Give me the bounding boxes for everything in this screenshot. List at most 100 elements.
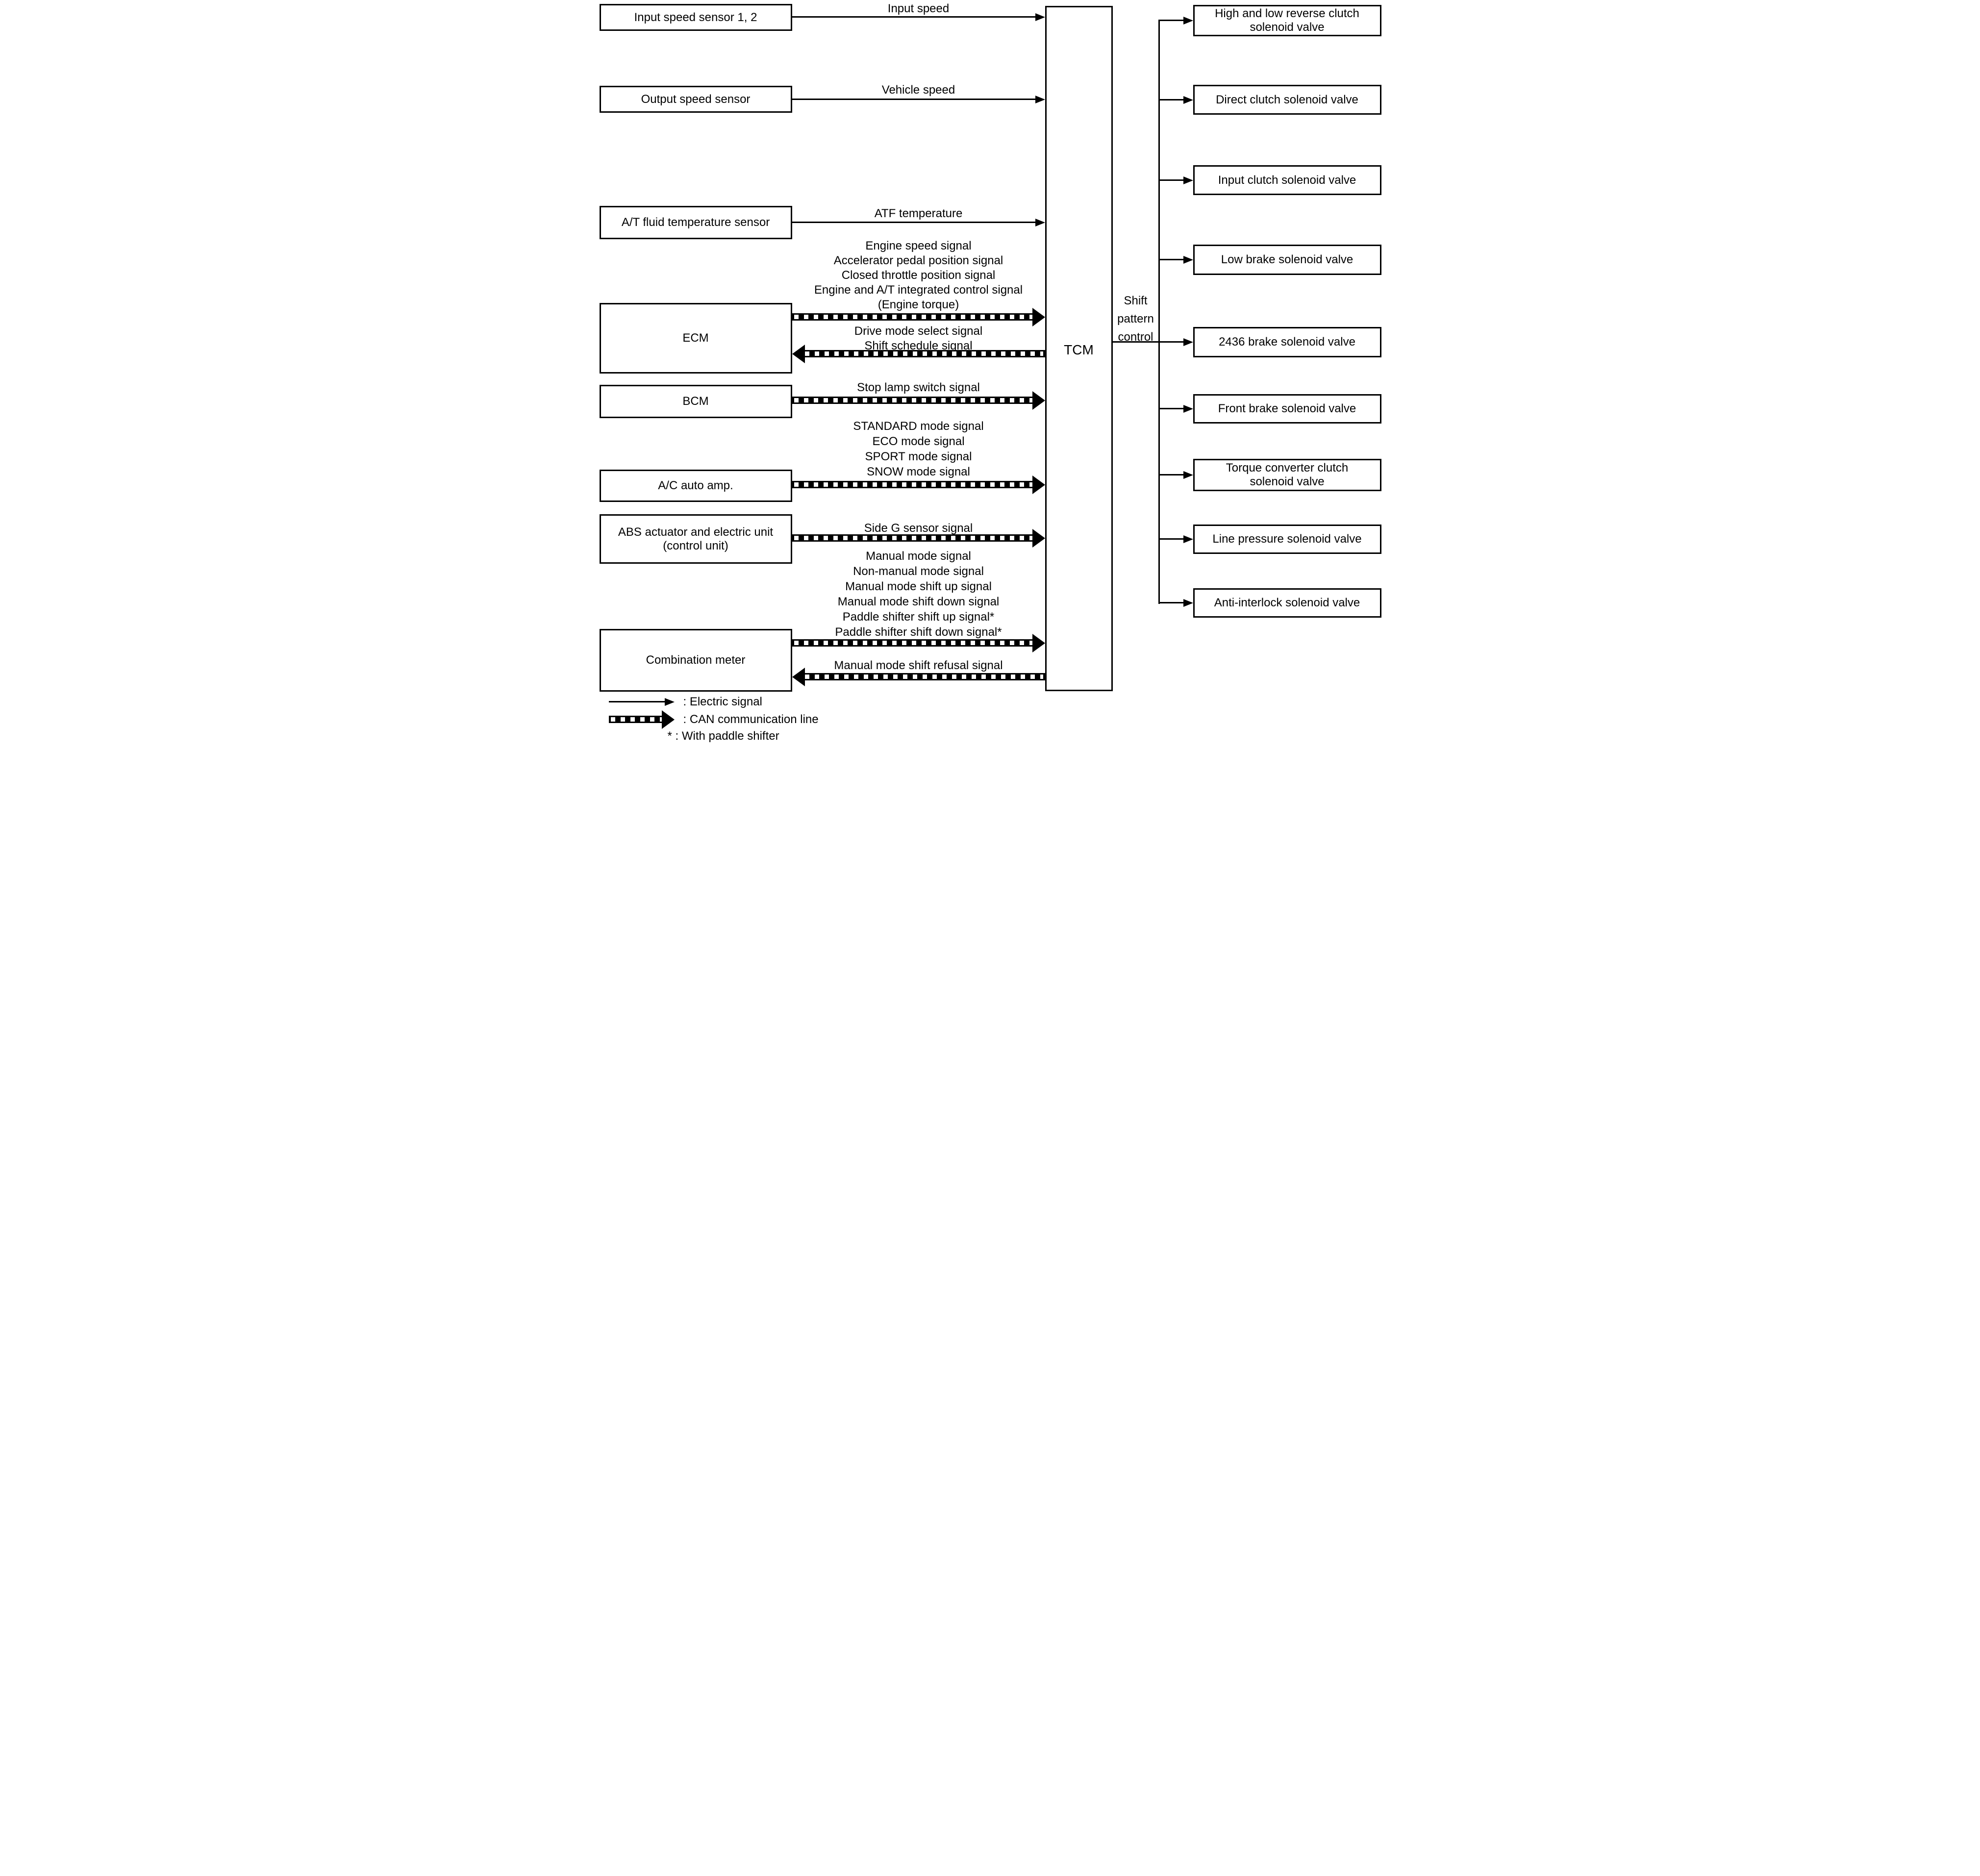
label-line: ECO mode signal xyxy=(872,435,965,448)
bcm-box: BCM xyxy=(599,385,792,418)
label-line: solenoid valve xyxy=(1250,475,1325,488)
front-brake-solenoid-box: Front brake solenoid valve xyxy=(1193,394,1381,424)
combination-meter-box: Combination meter xyxy=(599,629,792,692)
tcm-to-bus-main-arrow-line xyxy=(1112,341,1185,343)
label-line: Paddle shifter shift down signal* xyxy=(835,625,1002,639)
low-brake-solenoid-label: Low brake solenoid valve xyxy=(1195,253,1380,267)
label-line: Manual mode shift up signal xyxy=(845,580,992,593)
label-line: pattern xyxy=(1117,312,1154,325)
bus-branch-0-arrow-arrowhead-icon xyxy=(1183,17,1193,25)
label-line: Direct clutch solenoid valve xyxy=(1216,93,1358,106)
tcm-label: TCM xyxy=(1064,342,1094,357)
label-line: SNOW mode signal xyxy=(867,465,970,478)
label-line: BCM xyxy=(682,395,709,408)
ac-auto-amp-box: A/C auto amp. xyxy=(599,470,792,502)
label-line: Line pressure solenoid valve xyxy=(1212,532,1362,546)
label-line: Closed throttle position signal xyxy=(841,269,996,282)
at-fluid-temperature-sensor-label: A/T fluid temperature sensor xyxy=(601,216,791,229)
stop-lamp-switch-label: Stop lamp switch signal xyxy=(792,380,1045,395)
bus-branch-6-arrow-line xyxy=(1158,474,1185,475)
bus-branch-0-arrow-line xyxy=(1158,20,1185,21)
low-brake-solenoid-box: Low brake solenoid valve xyxy=(1193,245,1381,275)
label-line: Manual mode signal xyxy=(866,550,971,563)
bus-branch-5-arrow-line xyxy=(1158,408,1185,409)
line-pressure-solenoid-box: Line pressure solenoid valve xyxy=(1193,525,1381,554)
direct-clutch-solenoid-label: Direct clutch solenoid valve xyxy=(1195,93,1380,107)
drive-mode-signals-arrow-band xyxy=(792,481,1034,488)
label-line: A/C auto amp. xyxy=(658,479,733,492)
drive-mode-signals-arrow-dashes xyxy=(794,482,1032,487)
ecm-can-to-tcm-arrow-arrowhead-icon xyxy=(1032,308,1045,326)
label-line: ABS actuator and electric unit xyxy=(618,525,774,539)
label-line: Low brake solenoid valve xyxy=(1221,253,1353,266)
bcm-label: BCM xyxy=(601,395,791,408)
legend-electric-signal-sample-arrowhead-icon xyxy=(664,698,675,706)
ecm-label: ECM xyxy=(601,331,791,345)
manual-mode-signals-arrow-dashes xyxy=(794,641,1032,645)
legend-can-line-sample-dashes xyxy=(610,717,662,722)
label-line: Input speed xyxy=(887,2,950,15)
tcm-box xyxy=(1045,6,1113,691)
abs-actuator-box: ABS actuator and electric unit(control u… xyxy=(599,514,792,564)
brake-2436-solenoid-label: 2436 brake solenoid valve xyxy=(1195,335,1380,349)
bus-branch-3-arrow-arrowhead-icon xyxy=(1183,256,1193,264)
line-pressure-solenoid-label: Line pressure solenoid valve xyxy=(1195,532,1380,546)
manual-mode-shift-refusal-arrow-arrowhead-icon xyxy=(792,668,805,686)
input-speed-sensor-label: Input speed sensor 1, 2 xyxy=(601,11,791,25)
label-line: (control unit) xyxy=(663,539,728,552)
label-line: (Engine torque) xyxy=(877,298,959,311)
label-line: Vehicle speed xyxy=(881,83,955,97)
abs-actuator-label: ABS actuator and electric unit(control u… xyxy=(601,525,791,553)
bus-branch-5-arrow-arrowhead-icon xyxy=(1183,405,1193,413)
tcm-to-bus-main-arrow-arrowhead-icon xyxy=(1183,338,1193,346)
label-line: solenoid valve xyxy=(1250,21,1325,34)
input-clutch-solenoid-label: Input clutch solenoid valve xyxy=(1195,174,1380,187)
atf-temperature-label: ATF temperature xyxy=(792,206,1045,221)
shift-pattern-bus-line xyxy=(1158,20,1160,604)
manual-mode-shift-refusal-arrow-band xyxy=(802,673,1045,680)
atf-temperature-arrow-arrowhead-icon xyxy=(1035,219,1045,226)
label-line: Manual mode shift refusal signal xyxy=(834,659,1003,672)
legend-can-line-sample-band xyxy=(608,716,664,723)
legend-electric-signal-sample-line xyxy=(608,701,666,702)
combination-meter-label: Combination meter xyxy=(601,653,791,667)
vehicle-speed-arrow-arrowhead-icon xyxy=(1035,96,1045,103)
label-line: Front brake solenoid valve xyxy=(1218,402,1356,415)
bus-branch-8-arrow-arrowhead-icon xyxy=(1183,599,1193,607)
manual-mode-shift-refusal-label: Manual mode shift refusal signal xyxy=(792,658,1045,673)
label-line: ECM xyxy=(682,331,709,345)
anti-interlock-solenoid-box: Anti-interlock solenoid valve xyxy=(1193,588,1381,618)
label-line: Input speed sensor 1, 2 xyxy=(634,10,757,24)
tcm-can-to-ecm-arrow-dashes xyxy=(804,351,1043,356)
direct-clutch-solenoid-box: Direct clutch solenoid valve xyxy=(1193,85,1381,115)
label-line: Drive mode select signal xyxy=(854,325,983,338)
at-fluid-temperature-sensor-box: A/T fluid temperature sensor xyxy=(599,206,792,239)
side-g-sensor-label: Side G sensor signal xyxy=(792,521,1045,536)
bus-branch-1-arrow-line xyxy=(1158,99,1185,100)
input-speed-arrow-arrowhead-icon xyxy=(1035,13,1045,21)
label-line: Stop lamp switch signal xyxy=(857,381,980,394)
input-clutch-solenoid-box: Input clutch solenoid valve xyxy=(1193,165,1381,195)
bus-branch-8-arrow-line xyxy=(1158,602,1185,603)
ecm-can-to-tcm-arrow-band xyxy=(792,313,1034,321)
label-line: Output speed sensor xyxy=(641,92,751,106)
legend-electric-signal-label: : Electric signal xyxy=(683,695,762,708)
label-line: High and low reverse clutch xyxy=(1215,7,1359,20)
vehicle-speed-arrow-line xyxy=(792,99,1037,100)
manual-mode-signals-arrow-band xyxy=(792,639,1034,647)
tcm-can-to-ecm-arrow-arrowhead-icon xyxy=(792,345,805,363)
stop-lamp-switch-arrow-arrowhead-icon xyxy=(1032,391,1045,410)
bus-branch-1-arrow-arrowhead-icon xyxy=(1183,96,1193,104)
label-line: Torque converter clutch xyxy=(1226,461,1349,475)
label-line: control xyxy=(1118,330,1153,344)
label-line: Anti-interlock solenoid valve xyxy=(1214,596,1360,609)
legend-can-line-label: : CAN communication line xyxy=(683,713,819,726)
vehicle-speed-label: Vehicle speed xyxy=(792,83,1045,98)
